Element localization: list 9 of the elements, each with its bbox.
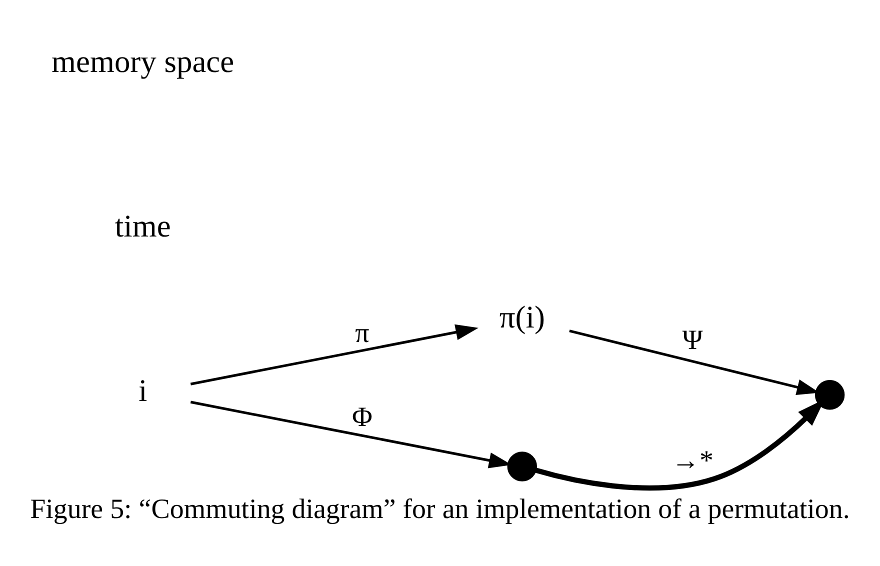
node-text: π(i): [499, 298, 545, 334]
label: memory space: [52, 44, 234, 79]
label: time: [114, 208, 171, 243]
edge-label: Φ: [352, 401, 372, 432]
edge-label: →*: [672, 445, 714, 476]
edge-label: π: [355, 318, 370, 349]
node-text: i: [138, 372, 148, 408]
edge-label: Ψ: [682, 324, 703, 356]
caption: Figure 5: “Commuting diagram” for an implementation of a permutation.: [30, 493, 850, 524]
